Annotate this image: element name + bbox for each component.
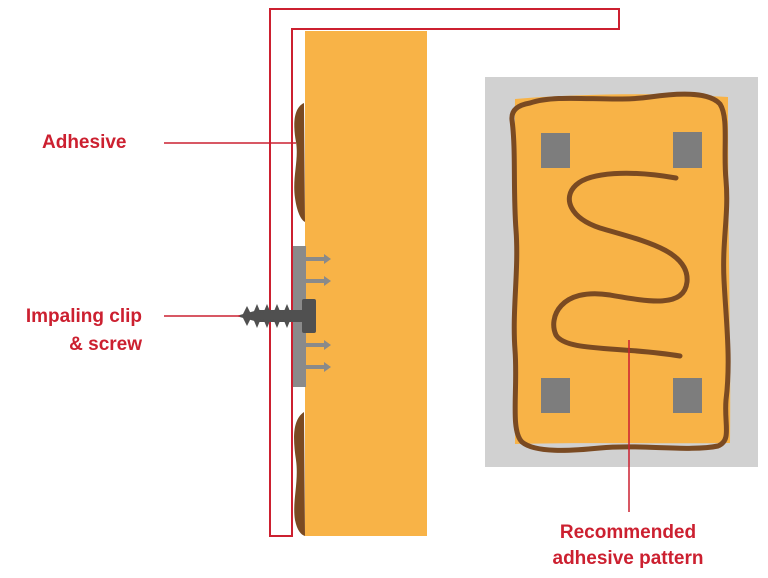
adhesive-daub-top bbox=[294, 103, 305, 222]
wall-outline bbox=[269, 8, 620, 537]
corner-pad-top-right bbox=[673, 132, 702, 168]
adhesive-perimeter-bead bbox=[509, 91, 731, 453]
adhesive-pattern-label: adhesive pattern bbox=[552, 548, 704, 569]
corner-pad-bottom-right bbox=[673, 378, 702, 413]
adhesive-serpentine-bead bbox=[551, 170, 690, 359]
impaling-clip-label: Impaling clip bbox=[25, 306, 142, 327]
screw-icon bbox=[236, 299, 316, 333]
insulation-board-side bbox=[305, 31, 427, 536]
screw-label: & screw bbox=[69, 334, 142, 355]
recommended-pattern-label: Recommended bbox=[559, 522, 697, 543]
adhesive-label: Adhesive bbox=[42, 132, 127, 153]
corner-pad-top-left bbox=[541, 133, 570, 168]
corner-pad-bottom-left bbox=[541, 378, 570, 413]
adhesive-daub-bottom bbox=[294, 412, 305, 536]
